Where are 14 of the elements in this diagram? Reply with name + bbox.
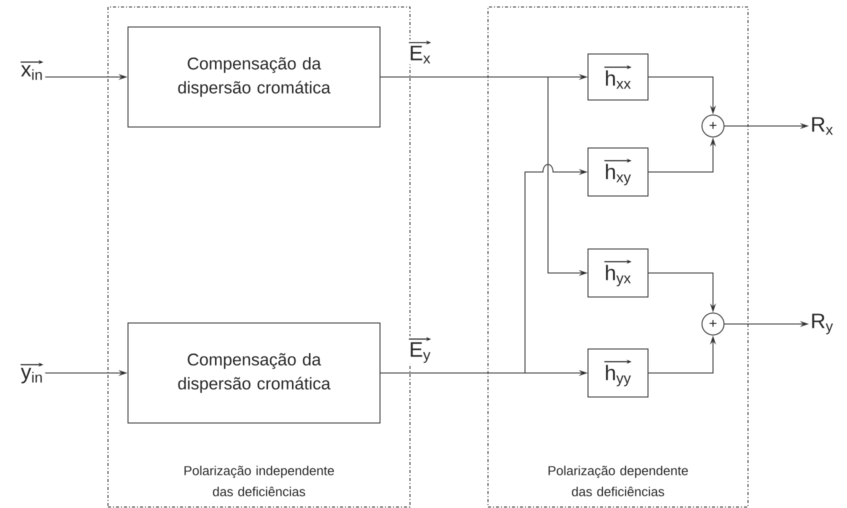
filter-box: h$_{xx}$ — [588, 54, 648, 100]
edge-label: E$_{y}$ — [407, 336, 433, 364]
group-caption: Polarização dependente das deficiências — [548, 466, 688, 496]
summing-junction: + — [702, 114, 724, 138]
process-box: Compensação da dispersão cromática — [128, 322, 380, 424]
filter-box: h$_{xy}$ — [588, 148, 648, 196]
output-signal-label: R$_{x}$ — [812, 117, 833, 135]
edge-label: E$_{x}$ — [407, 40, 433, 64]
process-box: Compensação da dispersão cromática — [128, 26, 380, 128]
filter-box: h$_{yx}$ — [588, 248, 648, 298]
filter-box: h$_{yy}$ — [588, 348, 648, 398]
group-caption: Polarização independente das deficiências — [184, 466, 334, 496]
output-signal-label: R$_{y}$ — [812, 314, 833, 334]
summing-junction: + — [702, 312, 724, 336]
